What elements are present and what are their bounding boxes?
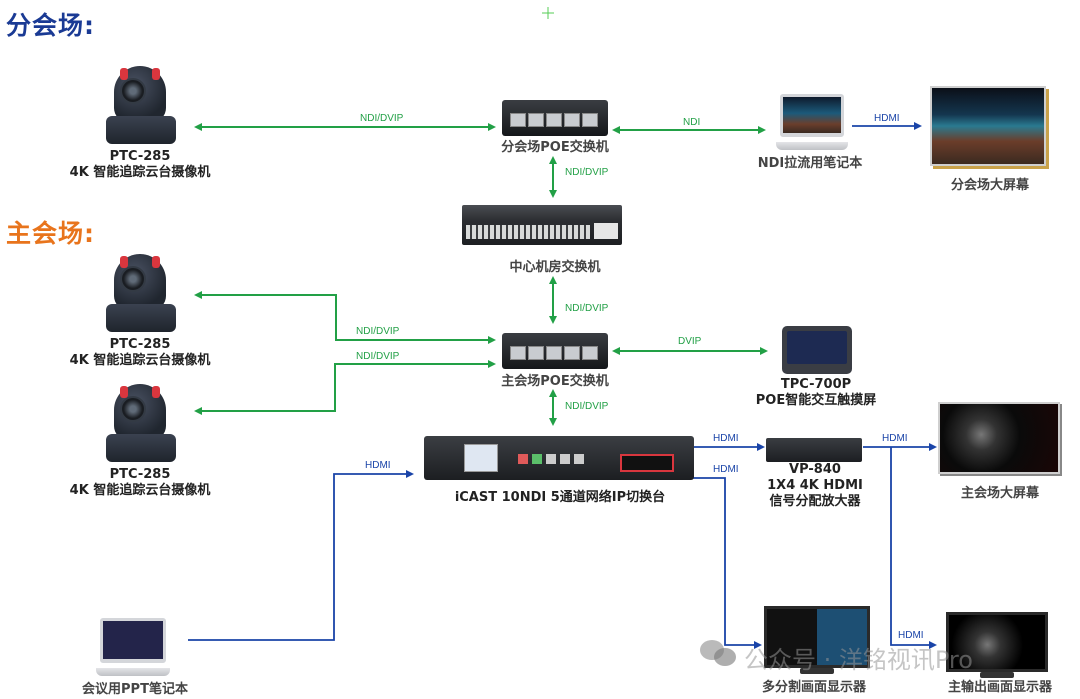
crosshair-icon — [542, 7, 554, 19]
vp840-icon — [766, 438, 862, 462]
device-desc: 4K 智能追踪云台摄像机 — [69, 483, 211, 498]
device-model: VP-840 — [789, 462, 841, 477]
link-label: NDI/DVIP — [565, 401, 609, 412]
icast-switcher-label: iCAST 10NDI 5通道网络IP切换台 — [454, 490, 666, 505]
link-label: NDI/DVIP — [565, 167, 609, 178]
link-label: HDMI — [365, 460, 391, 471]
device-desc: 4K 智能追踪云台摄像机 — [69, 353, 211, 368]
link-label: NDI/DVIP — [356, 326, 400, 337]
link-label: NDI/DVIP — [356, 351, 400, 362]
link-ppt-icast — [188, 470, 414, 641]
branch-camera-label: PTC-285 4K 智能追踪云台摄像机 — [40, 149, 240, 181]
device-desc: 4K 智能追踪云台摄像机 — [69, 165, 211, 180]
touch-panel-icon — [782, 326, 852, 374]
device-model: TPC-700P — [780, 377, 852, 392]
link-icast-multiview — [693, 477, 762, 649]
branch-big-screen-icon — [930, 86, 1046, 166]
branch-poe-switch-icon — [502, 100, 608, 136]
link-label: NDI/DVIP — [360, 113, 404, 124]
link-label: HDMI — [898, 630, 924, 641]
wechat-icon — [700, 640, 740, 670]
link-main-cam1-switch — [194, 291, 496, 344]
device-model: PTC-285 — [109, 467, 171, 482]
link-main-cam2-switch — [194, 360, 496, 415]
link-vp840-program — [890, 447, 937, 649]
device-model: PTC-285 — [109, 149, 171, 164]
link-label: HDMI — [882, 433, 908, 444]
ndi-laptop-label: NDI拉流用笔记本 — [757, 156, 863, 171]
core-switch-label: 中心机房交换机 — [509, 260, 601, 275]
main-camera-2-label: PTC-285 4K 智能追踪云台摄像机 — [40, 467, 240, 499]
device-spec: 1X4 4K HDMI — [767, 478, 863, 493]
main-camera-2-icon — [106, 384, 176, 464]
ppt-laptop-label: 会议用PPT笔记本 — [82, 682, 188, 697]
link-label: HDMI — [713, 464, 739, 475]
main-poe-switch-icon — [502, 333, 608, 369]
link-label: HDMI — [874, 113, 900, 124]
core-switch-icon — [462, 205, 622, 245]
multiview-monitor-icon — [764, 606, 870, 676]
branch-camera-icon — [106, 66, 176, 146]
branch-poe-switch-label: 分会场POE交换机 — [501, 140, 609, 155]
main-venue-title: 主会场: — [6, 219, 95, 248]
main-camera-1-label: PTC-285 4K 智能追踪云台摄像机 — [40, 337, 240, 369]
link-label: NDI — [683, 117, 701, 128]
touch-panel-label: TPC-700P POE智能交互触摸屏 — [736, 377, 896, 409]
watermark-text: 公众号 · 洋铭视讯Pro — [744, 646, 973, 674]
link-label: DVIP — [678, 336, 702, 347]
device-desc: 信号分配放大器 — [769, 494, 861, 509]
device-model: PTC-285 — [109, 337, 171, 352]
icast-switcher-icon — [424, 436, 694, 480]
ppt-laptop-icon — [96, 618, 170, 676]
multiview-monitor-label: 多分割画面显示器 — [761, 680, 866, 695]
main-big-screen-label: 主会场大屏幕 — [960, 486, 1039, 501]
ndi-laptop-icon — [776, 94, 848, 150]
main-big-screen-icon — [938, 402, 1060, 474]
main-camera-1-icon — [106, 254, 176, 334]
device-desc: POE智能交互触摸屏 — [755, 393, 877, 408]
branch-venue-title: 分会场: — [6, 11, 95, 40]
branch-big-screen-label: 分会场大屏幕 — [950, 178, 1029, 193]
link-label: NDI/DVIP — [565, 303, 609, 314]
vp840-label: VP-840 1X4 4K HDMI 信号分配放大器 — [740, 462, 890, 510]
main-poe-switch-label: 主会场POE交换机 — [501, 374, 609, 389]
program-monitor-label: 主输出画面显示器 — [947, 680, 1052, 695]
program-monitor-icon — [946, 612, 1048, 678]
link-label: HDMI — [713, 433, 739, 444]
